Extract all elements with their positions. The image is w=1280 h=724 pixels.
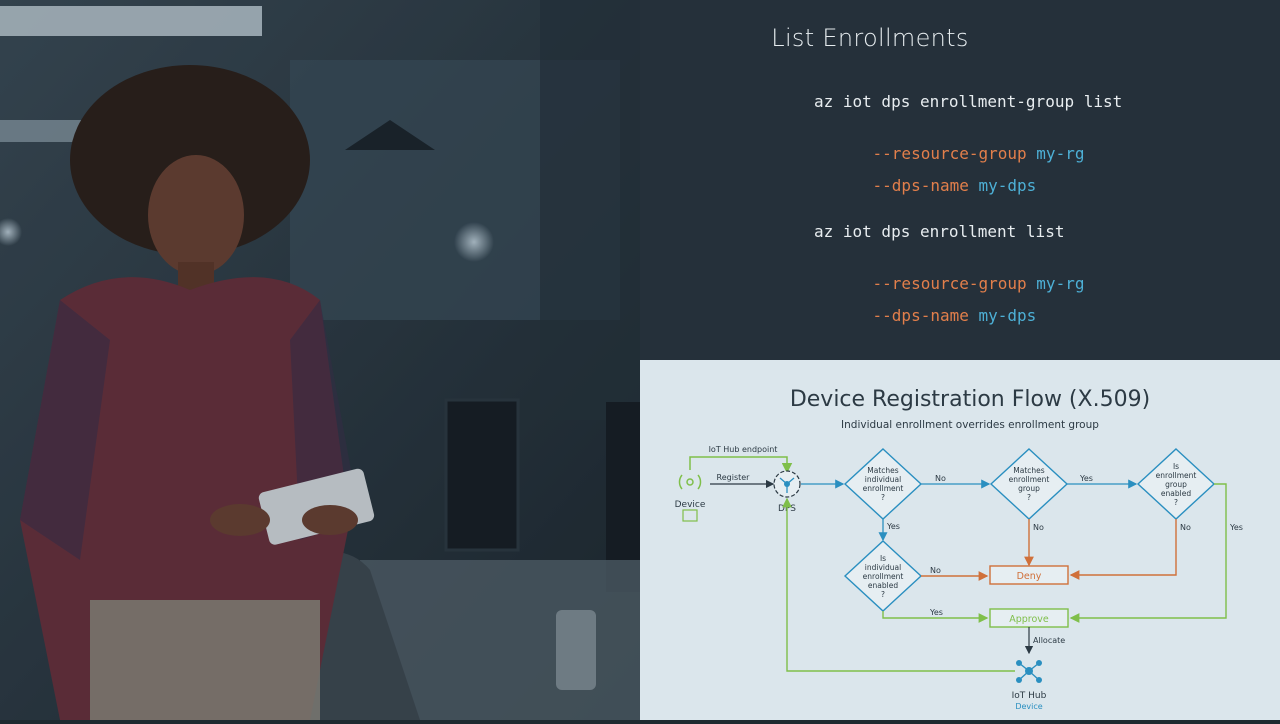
decision-matches-individual: Matches individual enrollment ? — [843, 448, 923, 520]
edge-label-no: No — [1033, 523, 1044, 532]
code-panel: List Enrollments az iot dps enrollment-g… — [640, 0, 1280, 360]
command-line-dps-name: --dps-name my-dps — [834, 157, 1037, 214]
command-enrollment: az iot dps enrollment list — [814, 222, 1065, 241]
code-title: List Enrollments — [771, 24, 969, 52]
decision-text: ? — [881, 590, 885, 599]
decision-text: individual — [865, 475, 901, 484]
decision-text: Matches — [1013, 466, 1044, 475]
decision-text: Is — [1173, 462, 1179, 471]
decision-text: group — [1165, 480, 1187, 489]
decision-individual-enabled: Is individual enrollment enabled ? — [843, 540, 923, 612]
edge-label-no: No — [930, 566, 941, 575]
iot-hub-icon — [1016, 660, 1042, 683]
diagram-title: Device Registration Flow (X.509) — [790, 387, 1150, 412]
face — [148, 155, 244, 275]
device-icon — [678, 474, 702, 522]
edge-label-yes: Yes — [886, 522, 900, 531]
iot-hub-sublabel: Device — [1015, 702, 1042, 711]
approve-label: Approve — [1009, 614, 1049, 625]
edge-label-iot-hub-endpoint: IoT Hub endpoint — [709, 445, 778, 454]
edge-label-yes: Yes — [929, 608, 943, 617]
edge-label-yes: Yes — [1079, 474, 1093, 483]
monitor — [444, 398, 520, 552]
edge-label-yes: Yes — [1229, 523, 1243, 532]
decision-text: ? — [1027, 493, 1031, 502]
edge-label-register: Register — [717, 473, 751, 482]
decision-text: enrollment — [863, 484, 904, 493]
edge-label-no: No — [935, 474, 946, 483]
deny-box: Deny — [989, 565, 1069, 585]
flag-dps-name: --dps-name — [872, 306, 969, 325]
device-label: Device — [675, 500, 706, 510]
decision-text: enabled — [868, 581, 898, 590]
command-line-dps-name: --dps-name my-dps — [834, 287, 1037, 344]
value-resource-group: my-rg — [1036, 144, 1085, 163]
value-resource-group: my-rg — [1036, 274, 1085, 293]
diagram-subtitle: Individual enrollment overrides enrollme… — [841, 419, 1099, 431]
decision-text: enrollment — [863, 572, 904, 581]
decision-text: ? — [881, 493, 885, 502]
approve-box: Approve — [989, 608, 1069, 628]
dps-icon — [773, 470, 801, 498]
flag-resource-group: --resource-group — [872, 274, 1027, 293]
command-line-resource-group: --resource-group my-rg — [834, 255, 1085, 312]
decision-text: enabled — [1161, 489, 1191, 498]
decision-text: Matches — [867, 466, 898, 475]
office-photo-illustration — [0, 0, 640, 720]
decision-text: ? — [1174, 498, 1178, 507]
decision-text: group — [1018, 484, 1040, 493]
edge-label-allocate: Allocate — [1033, 636, 1065, 645]
flag-dps-name: --dps-name — [872, 176, 969, 195]
iot-hub-label: IoT Hub — [1012, 691, 1047, 701]
decision-text: Is — [880, 554, 886, 563]
decision-text: individual — [865, 563, 901, 572]
value-dps-name: my-dps — [978, 176, 1037, 195]
command-line-resource-group: --resource-group my-rg — [834, 125, 1085, 182]
decision-matches-group: Matches enrollment group ? — [989, 448, 1069, 520]
command-enrollment-group: az iot dps enrollment-group list — [814, 92, 1123, 111]
decision-text: enrollment — [1156, 471, 1197, 480]
decision-text: enrollment — [1009, 475, 1050, 484]
ceiling-light — [0, 6, 262, 36]
value-dps-name: my-dps — [978, 306, 1037, 325]
decision-group-enabled: Is enrollment group enabled ? — [1136, 448, 1216, 520]
flag-resource-group: --resource-group — [872, 144, 1027, 163]
edge-label-no: No — [1180, 523, 1191, 532]
registration-flow-diagram: Device Registration Flow (X.509) Individ… — [675, 387, 1243, 711]
photo-woman-with-tablet — [0, 0, 640, 720]
deny-label: Deny — [1017, 571, 1042, 582]
diagram-panel: Device Registration Flow (X.509) Individ… — [640, 360, 1280, 720]
